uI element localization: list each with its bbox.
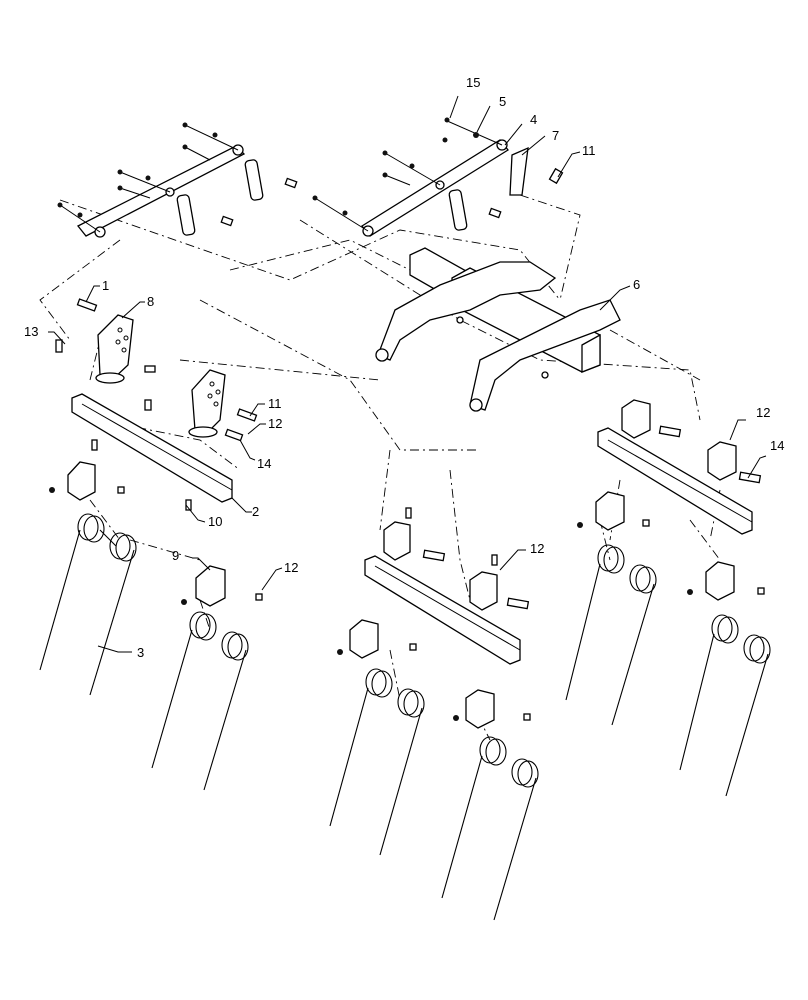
callout-12-center: 12 (530, 541, 544, 556)
callout-12-left: 12 (284, 560, 298, 575)
callout-14-right: 14 (770, 438, 784, 453)
callout-12-mid: 12 (268, 416, 282, 431)
callout-14-mid: 14 (257, 456, 271, 471)
callout-labels: 15 5 4 7 11 6 1 8 13 11 12 14 2 10 9 12 … (24, 75, 784, 660)
callout-12-right: 12 (756, 405, 770, 420)
spring-tine-left (39, 513, 137, 696)
callout-11-top: 11 (582, 143, 596, 158)
callout-leaders (48, 95, 767, 653)
right-bar-hardware (312, 117, 479, 216)
right-tine-bar (597, 399, 762, 535)
callout-1: 1 (102, 278, 109, 293)
callout-15: 15 (466, 75, 480, 90)
spring-tine-center-2 (441, 736, 539, 921)
callout-10: 10 (208, 514, 222, 529)
callout-8: 8 (147, 294, 154, 309)
spring-tine-center (329, 668, 425, 856)
spring-tine-right (565, 544, 657, 726)
callout-5: 5 (499, 94, 506, 109)
callout-13: 13 (24, 324, 38, 339)
callout-6: 6 (633, 277, 640, 292)
middle-adjust-bracket (144, 369, 258, 442)
left-bar-hardware (57, 122, 218, 218)
left-tine-holders (49, 461, 263, 607)
callout-7: 7 (552, 128, 559, 143)
callout-11-mid: 11 (268, 396, 282, 411)
left-adjust-bracket (55, 298, 156, 384)
callout-4: 4 (530, 112, 537, 127)
main-frame (375, 247, 621, 412)
right-rocker-bar (314, 119, 564, 237)
center-tine-holders (337, 619, 531, 729)
callout-9: 9 (172, 548, 179, 563)
spring-tine-right-2 (679, 614, 771, 797)
right-tine-holders (577, 491, 765, 601)
center-tine-bar (364, 507, 530, 665)
callout-2: 2 (252, 504, 259, 519)
spring-tine-left-2 (151, 611, 249, 791)
left-rocker-bar (59, 124, 298, 238)
callout-3: 3 (137, 645, 144, 660)
